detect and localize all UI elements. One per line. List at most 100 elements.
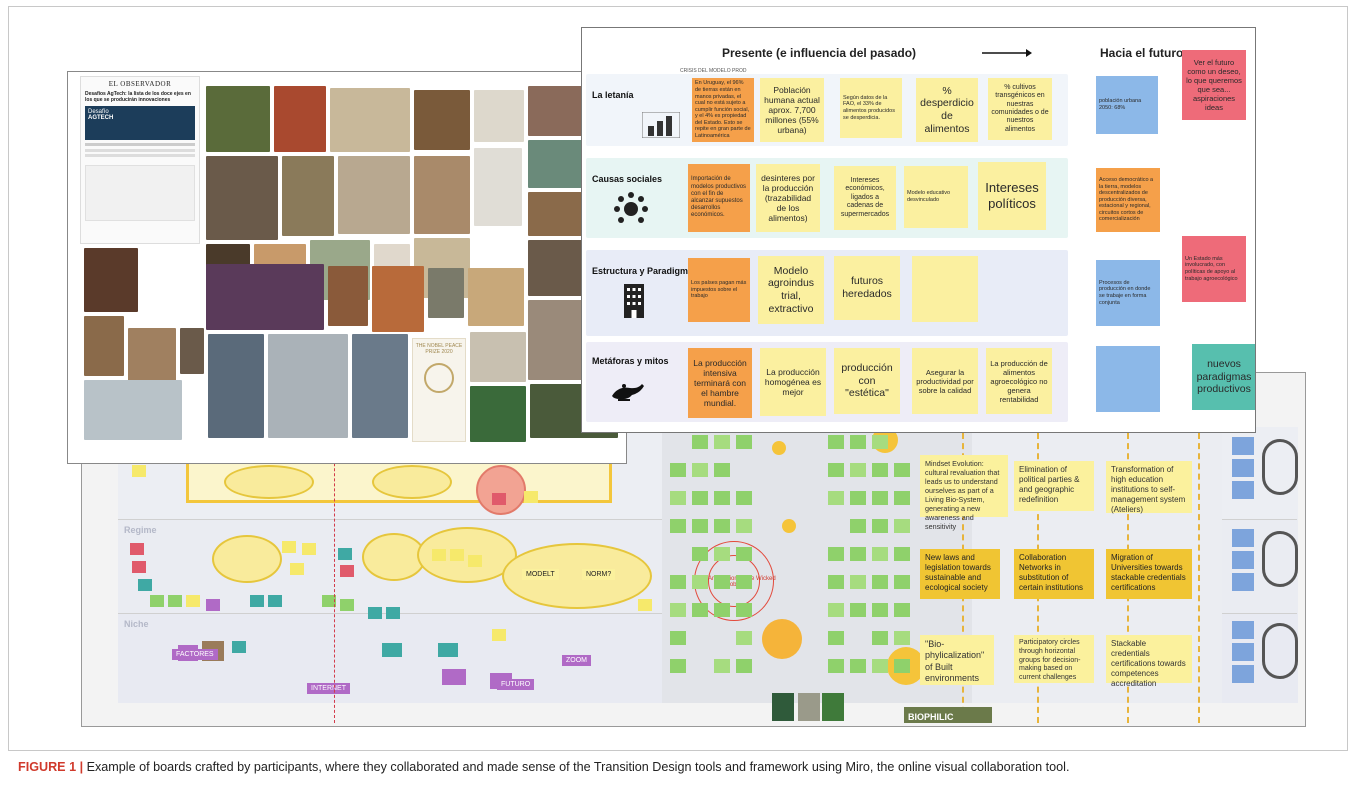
- sticky-note: La producción de alimentos agroecológico…: [986, 348, 1052, 414]
- photo-thumbnail: [372, 266, 424, 332]
- yellow-dot: [772, 441, 786, 455]
- transition-note: Mindset Evolution: cultural revaluation …: [920, 455, 1008, 517]
- sticky-note: [692, 575, 708, 589]
- photo-thumbnail: [206, 264, 324, 330]
- sticky-note: [386, 607, 400, 619]
- sticky-note: [670, 575, 686, 589]
- sticky-note: [492, 629, 506, 641]
- sticky-note: [850, 547, 866, 561]
- newspaper-clipping: EL OBSERVADOR Desafíos AgTech: la lista …: [80, 76, 200, 244]
- sticky-note: [872, 631, 888, 645]
- sticky-note: Un Estado más involucrado, con políticas…: [1182, 236, 1246, 302]
- sticky-note: Los países pagan más impuestos sobre el …: [688, 258, 750, 322]
- header-present: Presente (e influencia del pasado): [722, 46, 916, 60]
- sticky-note: [130, 543, 144, 555]
- photo-thumbnail: [84, 380, 182, 440]
- sticky-note: [150, 595, 164, 607]
- sticky-note: [850, 491, 866, 505]
- sticky-note: Importación de modelos productivos con e…: [688, 164, 750, 232]
- caption-text: Example of boards crafted by participant…: [83, 760, 1069, 774]
- sticky-note: [828, 631, 844, 645]
- sticky-note: [132, 561, 146, 573]
- magic-lamp-icon: [608, 380, 648, 402]
- sticky-note: [828, 463, 844, 477]
- photo-thumbnail: [414, 156, 470, 234]
- sticky-note: [692, 435, 708, 449]
- poster-text: THE NOBEL PEACE PRIZE 2020: [413, 343, 465, 355]
- sticky-note: [714, 463, 730, 477]
- sticky-note: [670, 463, 686, 477]
- sticky-note: nuevos paradigmas productivos: [1192, 344, 1256, 410]
- sticky-note: [442, 669, 466, 685]
- bar-chart-icon: [642, 112, 680, 138]
- sticky-note: [1232, 551, 1254, 569]
- sticky-note: [736, 575, 752, 589]
- band-label-niche: Niche: [124, 619, 149, 629]
- sticky-note: [736, 547, 752, 561]
- newspaper-ad: Desafío AGTECH: [85, 106, 195, 140]
- sticky-note: [1232, 665, 1254, 683]
- sticky-note: Intereses políticos: [978, 162, 1046, 230]
- sticky-note: [670, 519, 686, 533]
- transition-note: Transformation of high education institu…: [1106, 461, 1192, 513]
- sticky-note: producción con "estética": [834, 348, 900, 414]
- sticky-note: [1232, 437, 1254, 455]
- photo-thumbnail: [414, 90, 470, 150]
- sticky-note: Modelo agroindus trial, extractivo: [758, 256, 824, 324]
- photo-thumbnail: [428, 268, 464, 318]
- sticky-note: [828, 603, 844, 617]
- sticky-note: Población humana actual aprox. 7,700 mil…: [760, 78, 824, 142]
- sticky-note: [736, 631, 752, 645]
- sticky-note: La producción homogénea es mejor: [760, 348, 826, 416]
- sticky-note: [268, 595, 282, 607]
- sticky-note: [1232, 459, 1254, 477]
- sticky-note: [736, 659, 752, 673]
- people-network-icon: [614, 192, 648, 226]
- sticky-note: [714, 491, 730, 505]
- sticky-note: [1232, 481, 1254, 499]
- sticky-note: [1232, 643, 1254, 661]
- sticky-note: Acceso democrático a la tierra, modelos …: [1096, 168, 1160, 232]
- dashed-line: [1198, 433, 1200, 723]
- figure-frame: Regime Niche 2020 MODELT NORM?: [8, 6, 1348, 751]
- sticky-note: % cultivos transgénicos en nuestras comu…: [988, 78, 1052, 140]
- sticky-note: [736, 603, 752, 617]
- transition-note: Migration of Universities towards stacka…: [1106, 549, 1192, 599]
- sticky-note: [736, 491, 752, 505]
- row-title-estructura: Estructura y Paradigma: [592, 266, 693, 276]
- photo-thumbnail: [470, 386, 526, 442]
- sticky-note: [894, 575, 910, 589]
- sticky-note: [872, 463, 888, 477]
- sticky-note: [340, 599, 354, 611]
- sticky-note: [168, 595, 182, 607]
- figure-label: FIGURE 1 |: [18, 760, 83, 774]
- sticky-note: [692, 519, 708, 533]
- sticky-note: [736, 519, 752, 533]
- newspaper-title: EL OBSERVADOR: [81, 80, 199, 88]
- oval: [224, 465, 314, 499]
- transition-note: "Bio-phylicalization" of Built environme…: [920, 635, 994, 685]
- sticky-note: [872, 491, 888, 505]
- sticky-note: Asegurar la productividad por sobre la c…: [912, 348, 978, 414]
- transition-note: Participatory circles through horizontal…: [1014, 635, 1094, 683]
- sticky-note: [850, 463, 866, 477]
- sticky-note: [714, 575, 730, 589]
- tag-zoom: ZOOM: [562, 655, 591, 666]
- photo-thumbnail: [330, 88, 410, 152]
- photo-thumbnail: [128, 328, 176, 384]
- arrow-right-icon: [982, 48, 1032, 58]
- sticky-note: [232, 641, 246, 653]
- photo-thumbnail: [468, 268, 524, 326]
- photo-thumbnail: [268, 334, 348, 438]
- sticky-note: población urbana 2050: 68%: [1096, 76, 1158, 134]
- sticky-note: [692, 491, 708, 505]
- sticky-note: [872, 603, 888, 617]
- mode-label: MODELT: [522, 569, 559, 580]
- sticky-note: [450, 549, 464, 561]
- sticky-note: [132, 465, 146, 477]
- sticky-note: [250, 595, 264, 607]
- sticky-note: [912, 256, 978, 322]
- sticky-note: [850, 435, 866, 449]
- row-title-letania: La letanía: [592, 90, 634, 100]
- sticky-note: [872, 575, 888, 589]
